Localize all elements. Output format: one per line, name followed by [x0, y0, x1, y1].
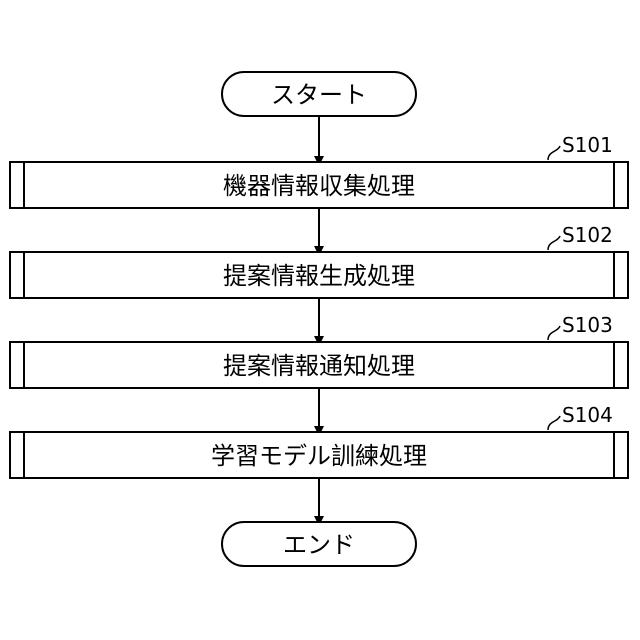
end-terminal-label: エンド	[283, 531, 355, 559]
step-id-leader-s102	[548, 236, 560, 250]
step-id-s101: S101	[562, 133, 613, 157]
process-step-s102-label: 提案情報生成処理	[223, 262, 415, 290]
step-id-s102: S102	[562, 223, 613, 247]
step-id-s103: S103	[562, 313, 613, 337]
start-terminal-label: スタート	[271, 81, 367, 109]
end-terminal: エンド	[222, 522, 416, 566]
process-step-s104-label: 学習モデル訓練処理	[211, 442, 427, 470]
step-id-s104: S104	[562, 403, 613, 427]
process-step-s101-label: 機器情報収集処理	[223, 172, 415, 200]
step-id-leader-s103	[548, 326, 560, 340]
step-id-leader-s101	[548, 146, 560, 160]
process-step-s103-label: 提案情報通知処理	[223, 352, 415, 380]
step-id-leader-s104	[548, 416, 560, 430]
start-terminal: スタート	[222, 72, 416, 116]
